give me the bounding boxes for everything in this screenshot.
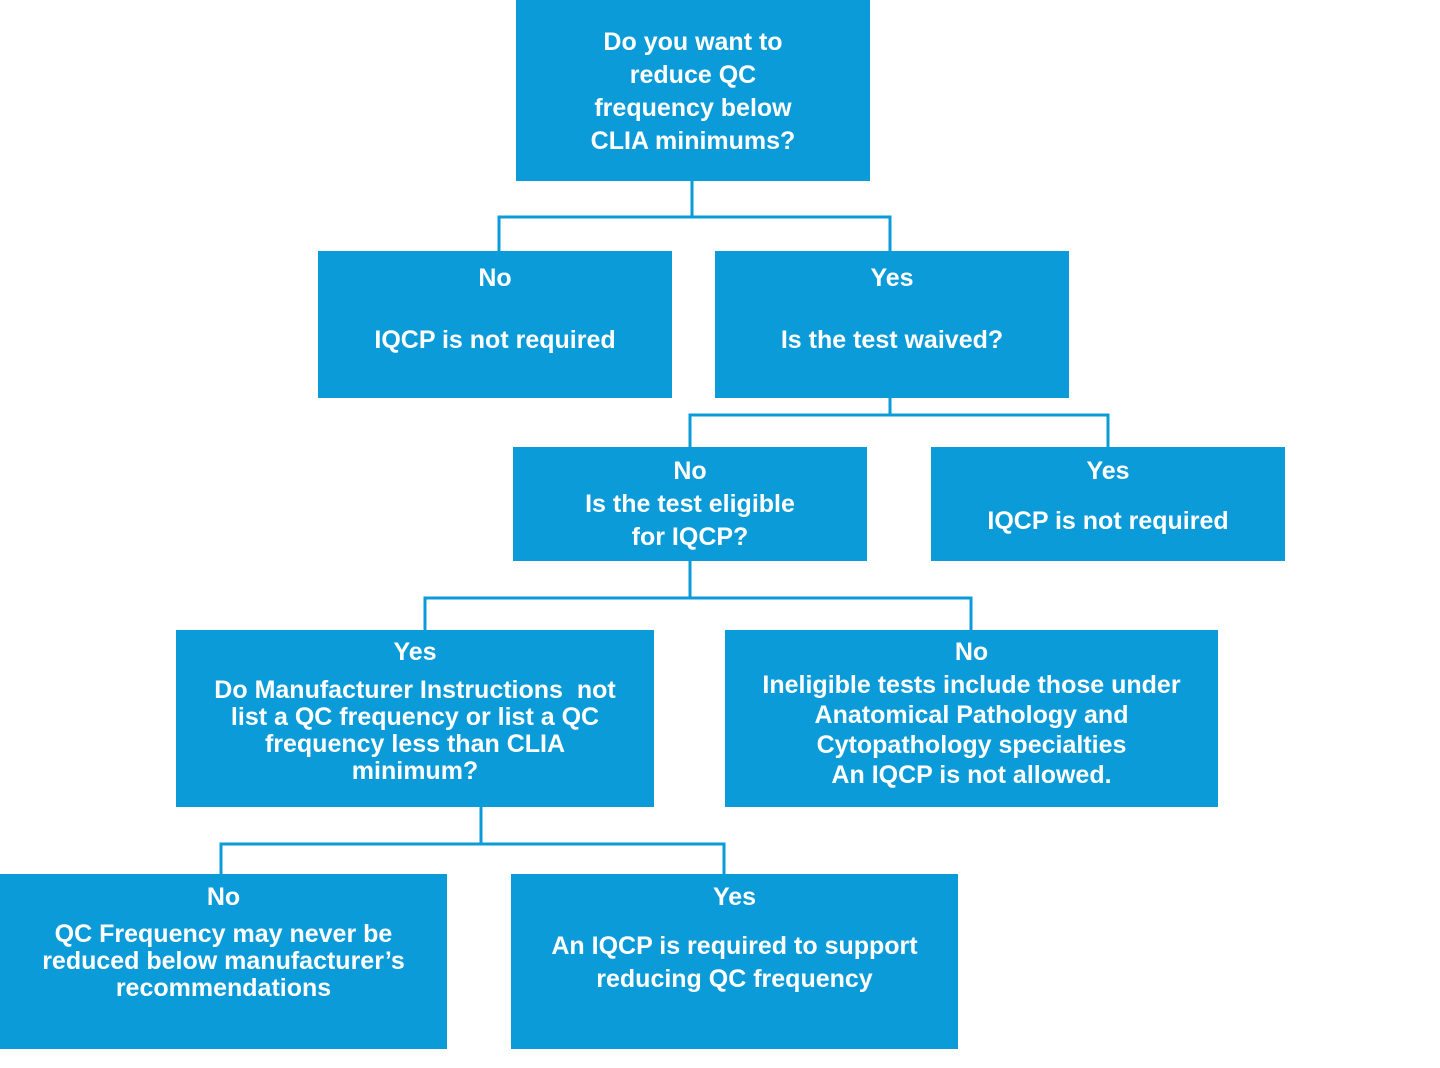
- question-test-waived-box: Yes Is the test waived?: [715, 251, 1069, 398]
- answer-iqcp-required-box: Yes An IQCP is required to support reduc…: [511, 874, 958, 1049]
- question-text-line: reduce QC: [629, 61, 757, 89]
- node-text-line: An IQCP is required to support: [551, 932, 918, 960]
- node-text-line: An IQCP is not allowed.: [831, 761, 1112, 789]
- node-text-line: Cytopathology specialties: [816, 731, 1127, 759]
- branch-label-no: No: [673, 457, 707, 485]
- connector-q3-split: [423, 596, 973, 630]
- connector-q1-split: [497, 215, 892, 251]
- answer-qc-frequency-never-reduced-box: No QC Frequency may never be reduced bel…: [0, 874, 447, 1049]
- question-manufacturer-instructions-box: Yes Do Manufacturer Instructions not lis…: [176, 630, 654, 807]
- branch-label-yes: Yes: [870, 264, 914, 292]
- question-text-line: Do you want to: [603, 28, 783, 56]
- answer-ineligible-tests-box: No Ineligible tests include those under …: [725, 630, 1218, 807]
- answer-no-iqcp-not-required-box: No IQCP is not required: [318, 251, 672, 398]
- node-text-line: QC Frequency may never be: [54, 920, 393, 948]
- node-text-line: IQCP is not required: [374, 326, 616, 354]
- question-reduce-qc-box: Do you want to reduce QC frequency below…: [516, 0, 870, 181]
- node-text-line: minimum?: [351, 757, 479, 785]
- node-text-line: Is the test eligible: [585, 490, 795, 518]
- branch-label-no: No: [478, 264, 512, 292]
- node-text-line: Ineligible tests include those under: [762, 671, 1181, 699]
- question-text-line: frequency below: [594, 94, 792, 122]
- node-text-line: Anatomical Pathology and: [814, 701, 1129, 729]
- question-test-eligible-box: No Is the test eligible for IQCP?: [513, 447, 867, 561]
- connector-q2-split: [688, 413, 1110, 447]
- node-text-line: for IQCP?: [631, 523, 749, 551]
- node-text-line: list a QC frequency or list a QC: [230, 703, 600, 731]
- node-text-line: Do Manufacturer Instructions not: [214, 676, 616, 704]
- answer-waived-yes-box: Yes IQCP is not required: [931, 447, 1285, 561]
- branch-label-no: No: [206, 883, 241, 911]
- branch-label-yes: Yes: [1086, 457, 1130, 485]
- node-text-line: recommendations: [115, 974, 332, 1002]
- node-text-line: frequency less than CLIA: [264, 730, 566, 758]
- branch-label-yes: Yes: [712, 883, 757, 911]
- node-text-line: IQCP is not required: [987, 507, 1229, 535]
- node-text-line: reducing QC frequency: [596, 965, 873, 993]
- branch-label-no: No: [954, 638, 989, 666]
- connector-q4-split: [219, 842, 726, 874]
- question-text-line: CLIA minimums?: [590, 127, 796, 155]
- node-text-line: reduced below manufacturer’s: [42, 947, 405, 975]
- branch-label-yes: Yes: [393, 638, 437, 666]
- node-text-line: Is the test waived?: [780, 326, 1004, 354]
